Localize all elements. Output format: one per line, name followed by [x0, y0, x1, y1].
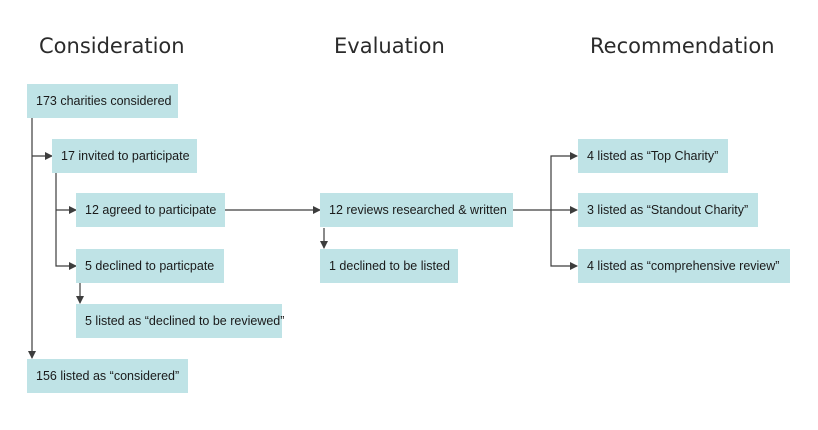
node-declined-to-be-listed: 1 declined to be listed: [320, 249, 458, 283]
connector-invited-to-declined: [55, 173, 77, 270]
column-heading-consideration: Consideration: [39, 34, 185, 58]
node-comprehensive-review: 4 listed as “comprehensive review”: [578, 249, 790, 283]
node-declined-to-participate: 5 declined to particpate: [76, 249, 224, 283]
node-charities-considered: 173 charities considered: [27, 84, 178, 118]
node-standout-charity: 3 listed as “Standout Charity”: [578, 193, 758, 227]
column-heading-evaluation: Evaluation: [334, 34, 445, 58]
node-agreed-to-participate: 12 agreed to participate: [76, 193, 225, 227]
node-reviews-researched: 12 reviews researched & written: [320, 193, 513, 227]
node-listed-declined-to-be-reviewed: 5 listed as “declined to be reviewed”: [76, 304, 284, 338]
connector-reviews-to-top: [550, 152, 578, 210]
node-listed-considered: 156 listed as “considered”: [27, 359, 188, 393]
column-heading-recommendation: Recommendation: [590, 34, 775, 58]
node-invited-to-participate: 17 invited to participate: [52, 139, 197, 173]
node-top-charity: 4 listed as “Top Charity”: [578, 139, 728, 173]
connector-reviews-to-comprehensive: [550, 210, 578, 270]
